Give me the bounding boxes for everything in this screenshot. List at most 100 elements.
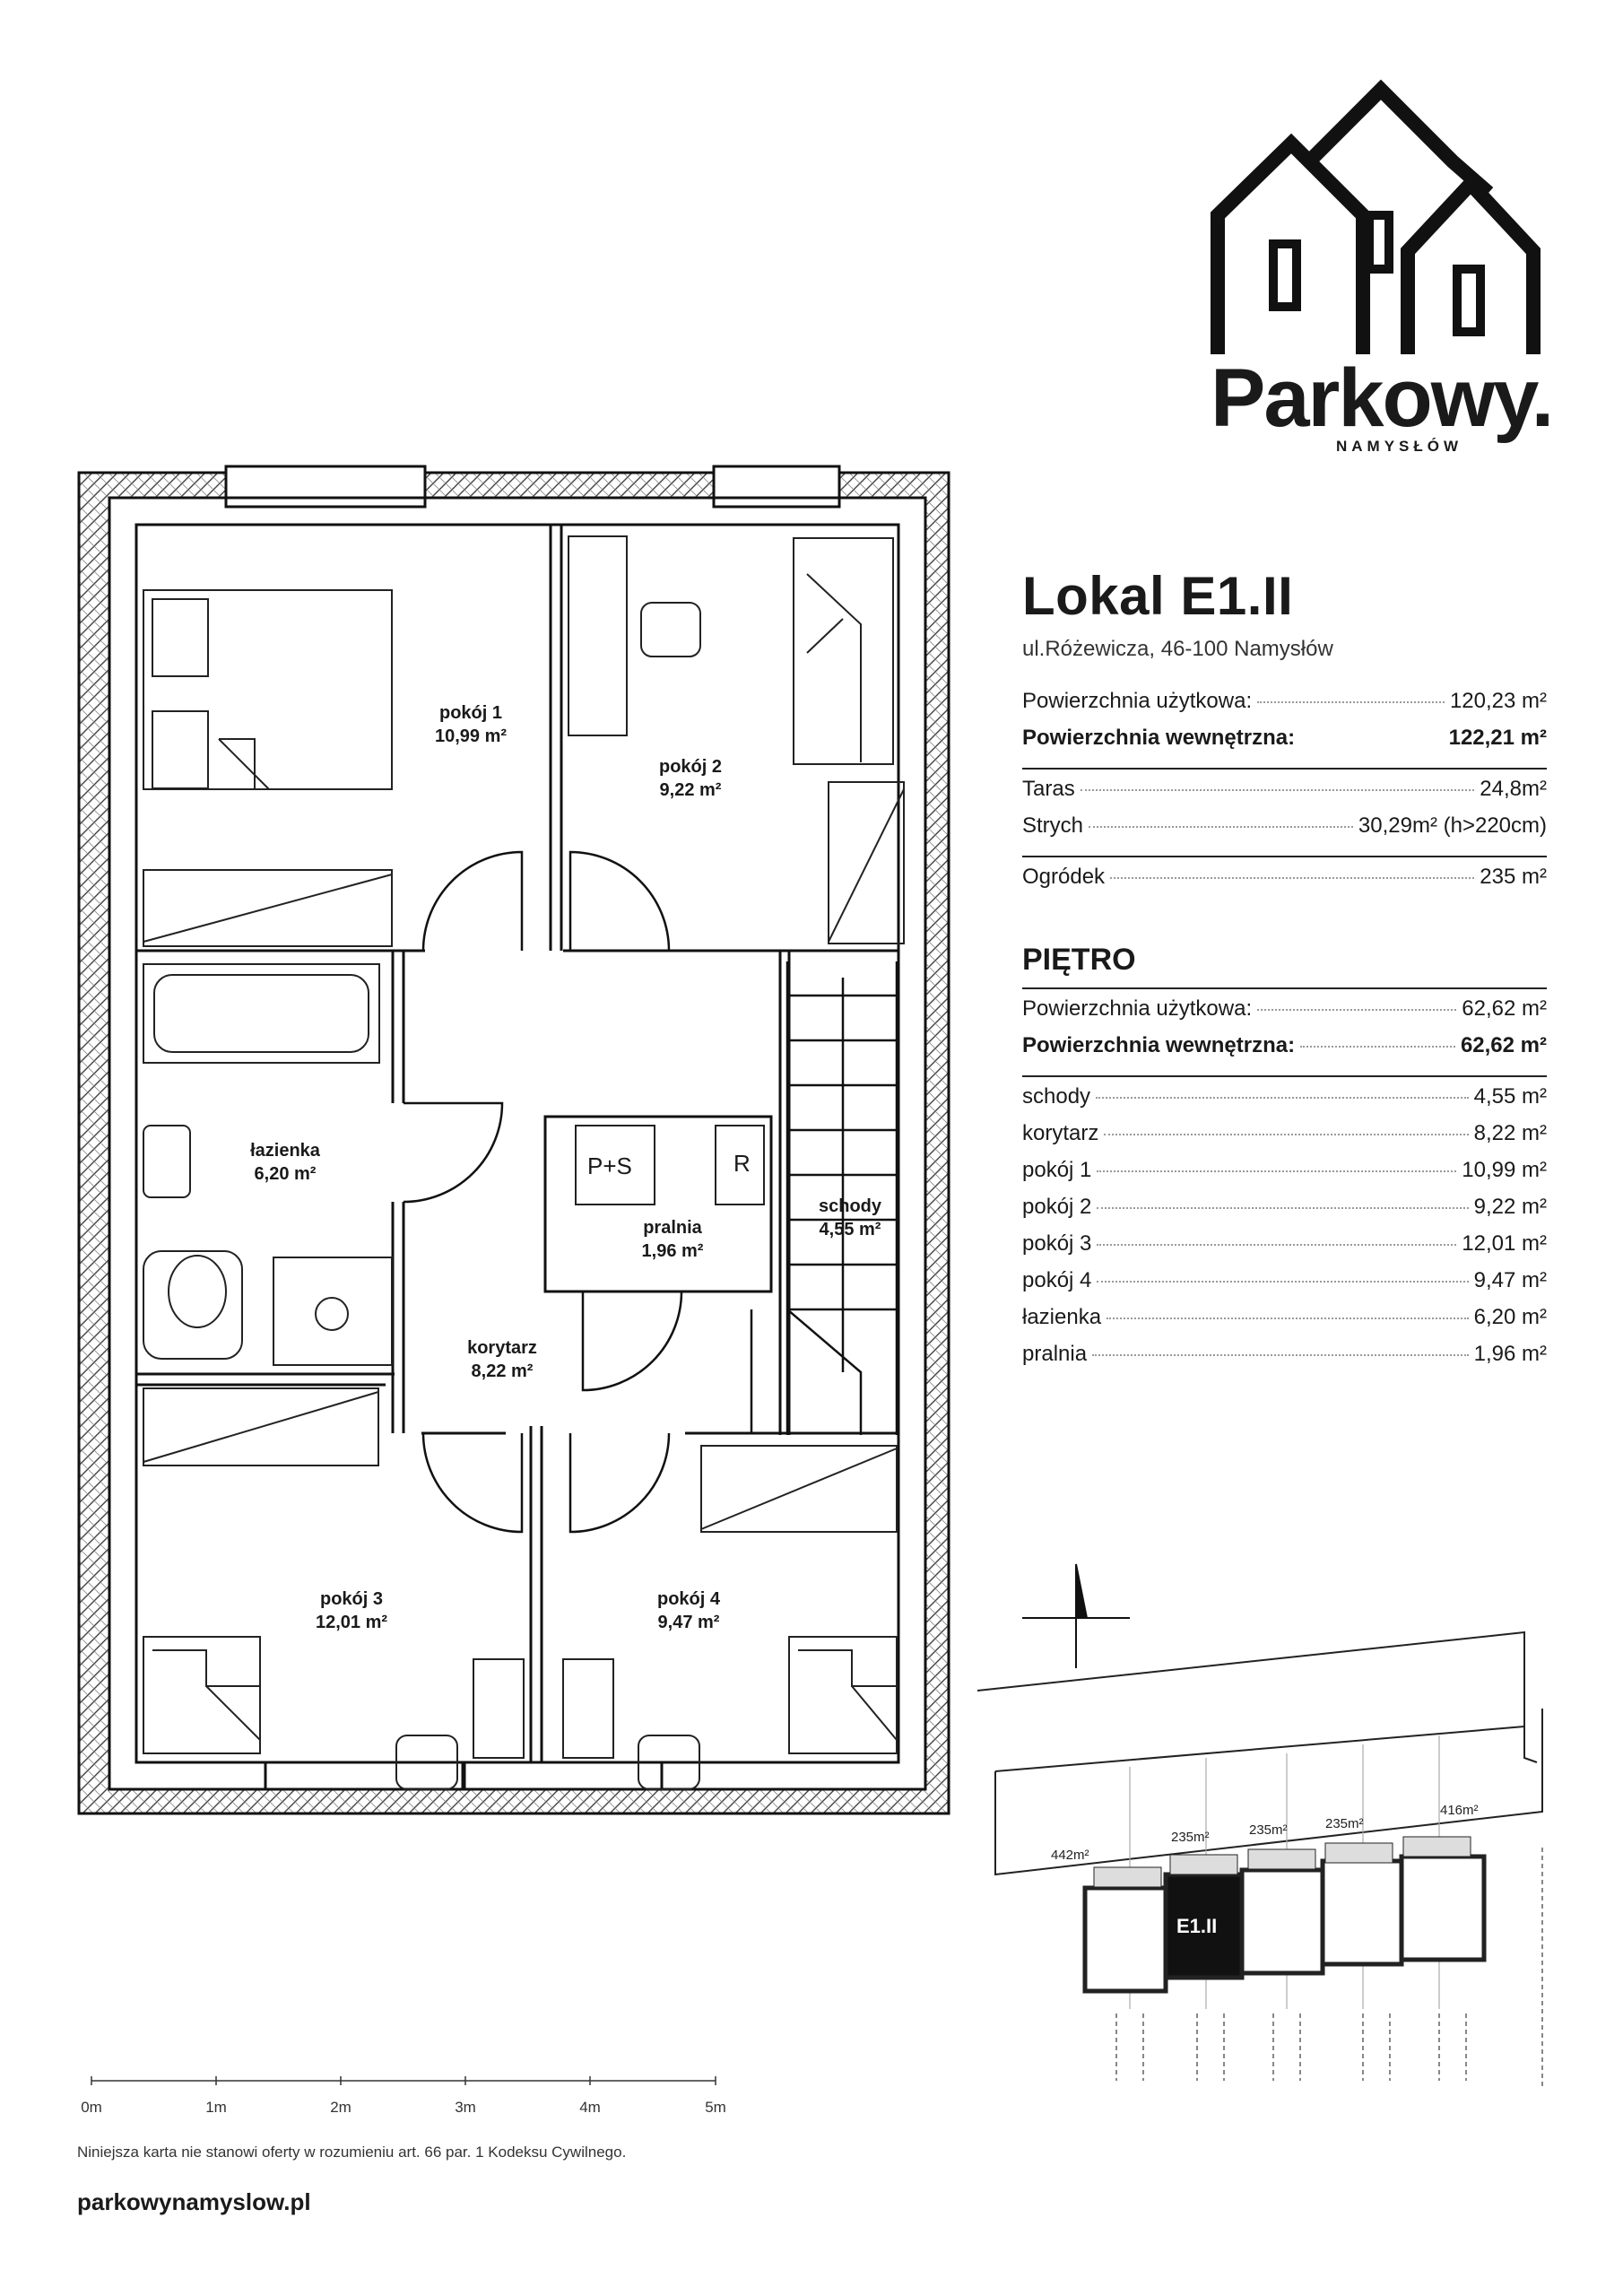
logo-mark [1211,79,1541,354]
room-name: pokój 2 [658,757,723,777]
scale-tick-label: 2m [330,2099,352,2116]
room-row: pralnia 1,96 m² [1022,1342,1547,1378]
walls [77,465,950,1815]
room-name: schody [818,1196,882,1216]
plot-area-label: 235m² [1249,1822,1288,1838]
divider [1022,1075,1547,1077]
row-value: 12,01 m² [1462,1231,1547,1256]
furniture-pokoj3 [143,1387,525,1790]
room-name: pokój 1 [438,703,502,723]
room-label-korytarz: korytarz 8,22 m² [467,1336,537,1383]
row-label: Powierzchnia wewnętrzna: [1022,1033,1296,1057]
room-area: 10,99 m² [434,726,508,746]
row-label: łazienka [1022,1305,1102,1329]
row-label: pokój 2 [1022,1195,1092,1219]
room-area: 1,96 m² [641,1241,704,1261]
row-value: 1,96 m² [1473,1342,1547,1366]
plot-area-label: 235m² [1325,1816,1364,1831]
row-label: Taras [1022,777,1075,801]
dryer-label: R [733,1150,751,1177]
row-value: 62,62 m² [1460,1033,1547,1057]
plot-area-label: 442m² [1051,1848,1089,1863]
row-label: Powierzchnia użytkowa: [1022,689,1253,713]
room-label-pokoj2: pokój 2 9,22 m² [659,755,722,802]
stairs [750,961,898,1435]
room-row: schody 4,55 m² [1022,1084,1547,1121]
room-name: korytarz [467,1338,537,1358]
row-value: 8,22 m² [1473,1121,1547,1145]
row-label: pokój 1 [1022,1158,1092,1182]
row-value: 120,23 m² [1449,689,1547,713]
logo-subtitle: NAMYSŁÓW [1336,438,1463,455]
unit-address: ul.Różewicza, 46-100 Namysłów [1022,637,1333,661]
bed-pokoj1 [143,589,393,947]
room-area: 12,01 m² [315,1613,388,1632]
row-value: 4,55 m² [1473,1084,1547,1109]
row-value: 10,99 m² [1462,1158,1547,1182]
scale-tick-label: 5m [705,2099,726,2116]
website-link[interactable]: parkowynamyslow.pl [77,2188,311,2215]
room-name: pokój 3 [319,1589,383,1609]
disclaimer: Niniejsza karta nie stanowi oferty w roz… [77,2144,627,2161]
divider [1022,987,1547,989]
row-value: 9,47 m² [1473,1268,1547,1292]
room-label-lazienka: łazienka 6,20 m² [250,1139,320,1186]
room-name: pokój 4 [656,1589,721,1609]
room-name: pralnia [643,1218,702,1238]
divider [1022,768,1547,770]
scale-bar [91,2076,716,2085]
furniture-pokoj2 [568,535,905,944]
row-value: 62,62 m² [1462,996,1547,1021]
laundry-fixtures [575,1125,765,1205]
row-label: pralnia [1022,1342,1088,1366]
room-area: 6,20 m² [254,1164,317,1184]
row-value: 6,20 m² [1473,1305,1547,1329]
room-row: korytarz 8,22 m² [1022,1121,1547,1158]
logo-wordmark: Parkowy. [1211,352,1554,444]
site-plan [976,1631,1543,2090]
north-arrow [1022,1563,1130,1668]
row-value: 122,21 m² [1448,726,1547,750]
row-label: Ogródek [1022,865,1106,889]
row-label: pokój 4 [1022,1268,1092,1292]
floor-heading: PIĘTRO [1022,943,1136,977]
room-row: pokój 3 12,01 m² [1022,1231,1547,1268]
room-area: 9,22 m² [659,780,722,800]
room-label-pokoj4: pokój 4 9,47 m² [657,1587,720,1634]
divider [1022,856,1547,857]
scale-tick-label: 1m [205,2099,227,2116]
room-row: pokój 4 9,47 m² [1022,1268,1547,1305]
scale-tick-label: 3m [455,2099,476,2116]
room-name: łazienka [250,1141,320,1161]
row-value: 30,29m² (h>220cm) [1358,813,1547,838]
room-label-pokoj3: pokój 3 12,01 m² [316,1587,387,1634]
row-label: pokój 3 [1022,1231,1092,1256]
row-label: Strych [1022,813,1084,838]
furniture-pokoj4 [562,1445,898,1790]
row-label: schody [1022,1084,1091,1109]
room-label-schody: schody 4,55 m² [819,1195,881,1241]
plot-area-label: 416m² [1440,1803,1479,1818]
row-label: Powierzchnia wewnętrzna: [1022,726,1296,750]
bathroom-fixtures [143,963,393,1366]
room-area: 8,22 m² [471,1361,534,1381]
room-area: 4,55 m² [819,1220,881,1239]
info-panel: Lokal E1.II ul.Różewicza, 46-100 Namysłó… [1022,565,1547,1378]
row-label: Powierzchnia użytkowa: [1022,996,1253,1021]
scale-tick-label: 0m [81,2099,102,2116]
highlighted-unit-label: E1.II [1176,1915,1218,1937]
door-swings [403,850,683,1534]
room-label-pokoj1: pokój 1 10,99 m² [435,701,507,748]
room-row: pokój 1 10,99 m² [1022,1158,1547,1195]
row-label: korytarz [1022,1121,1099,1145]
washer-label: P+S [587,1152,632,1179]
room-area: 9,47 m² [657,1613,720,1632]
plot-area-label: 235m² [1171,1830,1210,1845]
room-label-pralnia: pralnia 1,96 m² [642,1216,704,1263]
summary-row: Powierzchnia wewnętrzna: 122,21 m² [1022,726,1547,762]
summary-row: Powierzchnia użytkowa: 120,23 m² [1022,689,1547,726]
row-value: 235 m² [1480,865,1547,889]
